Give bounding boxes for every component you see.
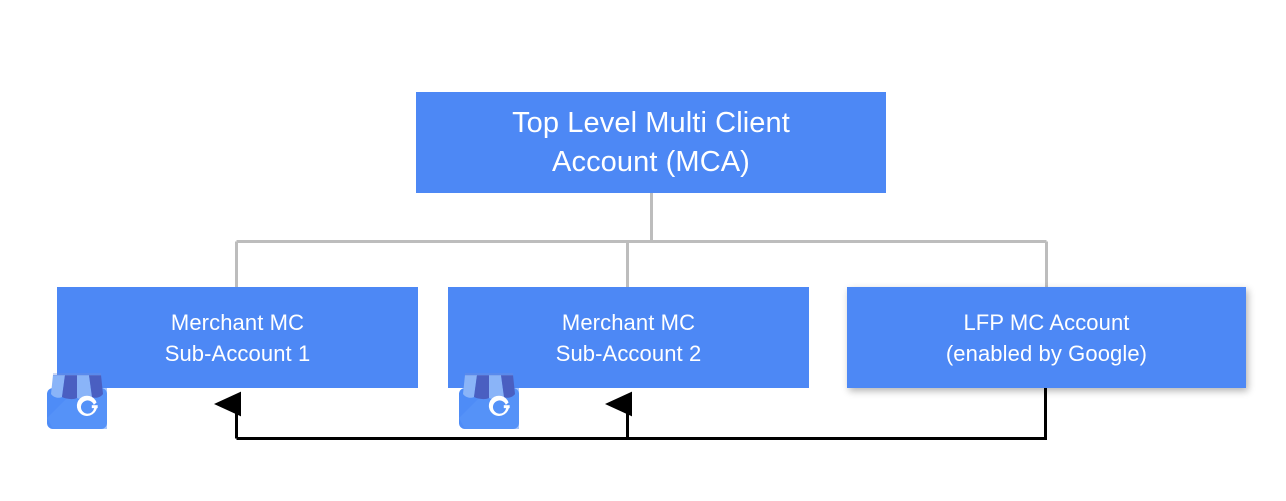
node-merchant-sub-account-2: Merchant MC Sub-Account 2 — [448, 287, 809, 388]
node-merchant-sub-account-2-label: Merchant MC Sub-Account 2 — [555, 309, 702, 366]
node-lfp-mc-account-label: LFP MC Account (enabled by Google) — [945, 309, 1148, 366]
feed-bus-line — [236, 388, 1047, 440]
node-merchant-sub-account-1-label: Merchant MC Sub-Account 1 — [164, 309, 311, 366]
node-top-level-mca: Top Level Multi Client Account (MCA) — [416, 92, 886, 193]
node-merchant-sub-account-1: Merchant MC Sub-Account 1 — [57, 287, 418, 388]
google-my-business-icon — [47, 373, 107, 429]
node-lfp-mc-account: LFP MC Account (enabled by Google) — [847, 287, 1246, 388]
node-top-level-mca-label: Top Level Multi Client Account (MCA) — [512, 106, 790, 178]
google-my-business-icon — [459, 373, 519, 429]
